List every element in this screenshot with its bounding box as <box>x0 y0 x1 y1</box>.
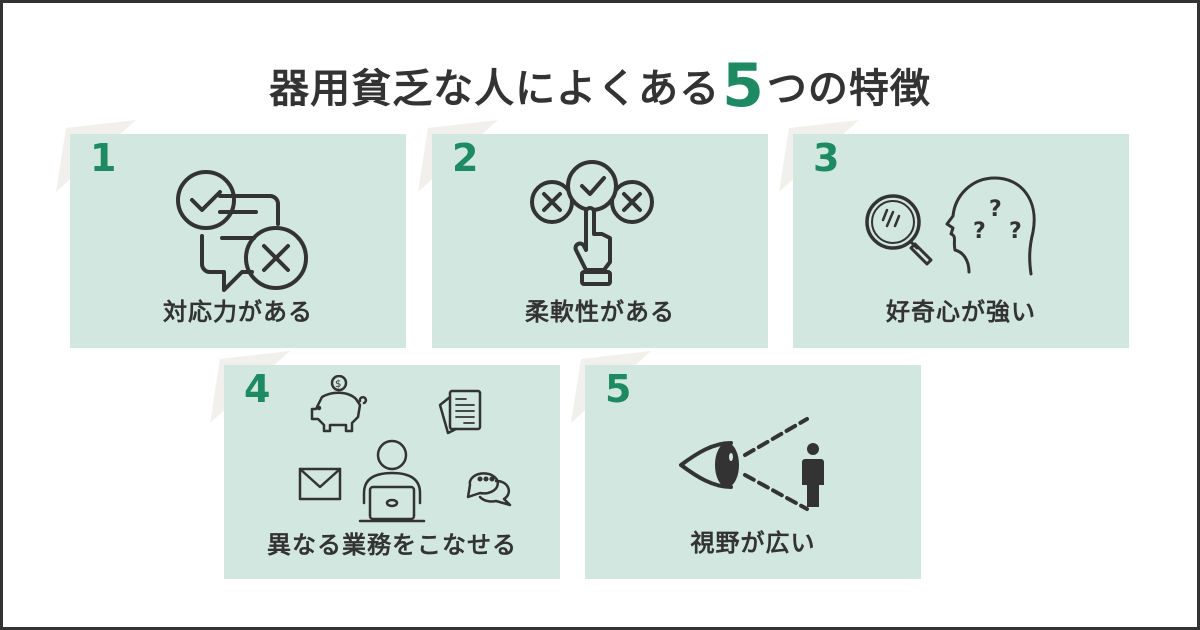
svg-text:?: ? <box>989 197 1002 222</box>
magnifier-head-question-icon: ? ? ? <box>793 152 1129 292</box>
card-number: 5 <box>605 367 632 411</box>
card-body: 柔軟性がある <box>432 134 768 348</box>
title-before: 器用貧乏な人によくある <box>269 66 721 112</box>
card-body: $ <box>224 365 560 579</box>
svg-text:$: $ <box>335 379 341 390</box>
svg-text:?: ? <box>973 219 986 244</box>
eye-wide-view-icon <box>585 383 921 523</box>
hand-select-check-icon <box>432 152 768 292</box>
multitask-laptop-icon: $ <box>224 375 560 523</box>
card-number: 4 <box>244 367 271 411</box>
feature-card-2: 柔軟性がある 2 <box>418 120 778 360</box>
card-caption: 異なる業務をこなせる <box>267 531 517 559</box>
chat-check-cross-icon <box>70 152 406 292</box>
feature-card-5: 視野が広い 5 <box>571 351 931 591</box>
card-body: 視野が広い <box>585 365 921 579</box>
card-number: 3 <box>813 136 840 180</box>
card-caption: 対応力がある <box>163 298 313 326</box>
feature-card-1: 対応力がある 1 <box>56 120 416 360</box>
svg-text:?: ? <box>1009 219 1022 244</box>
card-caption: 好奇心が強い <box>886 298 1036 326</box>
page-title: 器用貧乏な人によくある5つの特徴 <box>0 56 1200 117</box>
title-after: つの特徴 <box>766 66 931 112</box>
card-number: 2 <box>452 136 479 180</box>
card-caption: 視野が広い <box>690 529 816 557</box>
card-caption: 柔軟性がある <box>525 298 675 326</box>
card-body: 対応力がある <box>70 134 406 348</box>
card-number: 1 <box>90 136 117 180</box>
feature-card-4: $ <box>210 351 570 591</box>
card-body: ? ? ? 好奇心が強い <box>793 134 1129 348</box>
feature-card-3: ? ? ? 好奇心が強い 3 <box>779 120 1139 360</box>
title-number: 5 <box>722 51 765 121</box>
